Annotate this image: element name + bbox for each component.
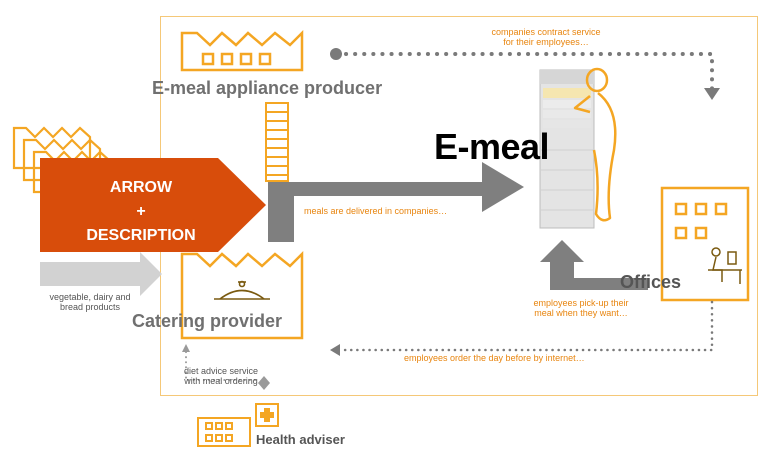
supply-text-line2: bread products <box>59 302 121 312</box>
delivered-text: meals are delivered in companies… <box>304 206 448 216</box>
food-cloche-icon <box>214 280 270 300</box>
catering-building-icon <box>180 250 304 340</box>
vending-appliance-icon <box>539 69 595 229</box>
diet-text: diet advice service with meal ordering <box>176 366 266 386</box>
arrow-description-shape <box>40 158 266 252</box>
arrow-label-line1: ARROW <box>109 179 173 196</box>
arrow-label-line3: DESCRIPTION <box>86 227 196 244</box>
dotted-path-top <box>344 52 714 94</box>
diet-text-line1: diet advice service <box>183 366 259 376</box>
offices-title: Offices <box>620 272 682 292</box>
office-building-icon <box>660 186 750 302</box>
arrow-description-label: ARROW + DESCRIPTION <box>48 176 234 248</box>
arrow-label-line2: + <box>136 203 146 220</box>
diet-arrowhead <box>182 344 190 352</box>
contract-text-line1: companies contract service <box>491 27 601 37</box>
factory-icon <box>180 29 304 72</box>
health-adviser-title: Health adviser <box>256 432 345 447</box>
diet-diamond <box>258 376 270 390</box>
pickup-text-line1: employees pick-up their <box>533 298 629 308</box>
contract-dotted-line <box>330 48 342 60</box>
catering-title: Catering provider <box>132 311 283 331</box>
supply-text: vegetable, dairy and bread products <box>30 292 150 312</box>
pickup-text: employees pick-up their meal when they w… <box>518 298 644 318</box>
pickup-arrow <box>540 240 648 290</box>
ladder-connector <box>265 102 289 182</box>
supply-arrow <box>40 252 162 296</box>
supply-text-line1: vegetable, dairy and <box>49 292 131 302</box>
emeal-title: E-meal <box>434 126 550 167</box>
contract-text: companies contract service for their emp… <box>476 27 616 47</box>
order-dotted-line <box>338 300 714 352</box>
producer-title: E-meal appliance producer <box>152 78 383 98</box>
delivery-arrow <box>268 162 524 242</box>
dotted-arrowhead-top <box>704 88 720 100</box>
pickup-text-line2: meal when they want… <box>534 308 628 318</box>
medical-cross-icon <box>255 403 279 427</box>
health-building-icon <box>197 417 251 447</box>
diet-dotted-line <box>185 351 259 381</box>
contract-text-line2: for their employees… <box>503 37 589 47</box>
order-arrowhead <box>330 344 340 356</box>
order-text: employees order the day before by intern… <box>404 353 585 363</box>
desk-worker-icon <box>708 247 742 284</box>
diet-text-line2: with meal ordering <box>184 376 258 386</box>
person-icon <box>573 67 617 222</box>
